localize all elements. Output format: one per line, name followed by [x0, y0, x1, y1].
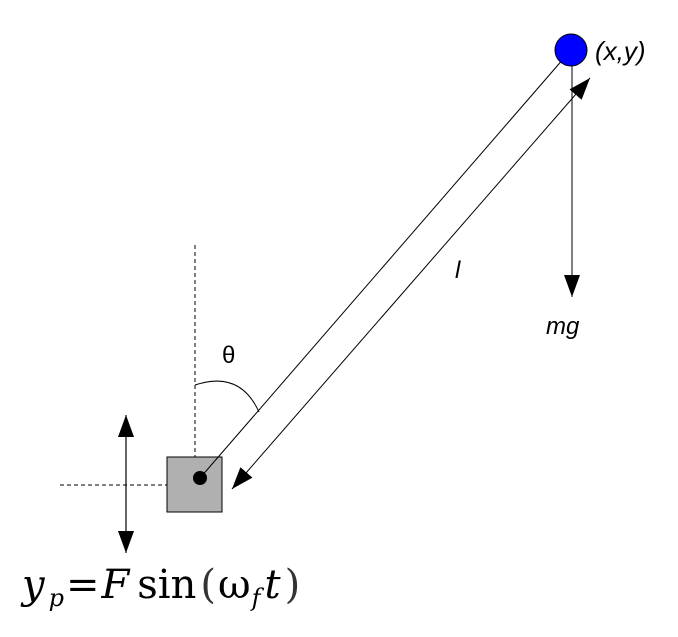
length-arrow	[231, 77, 591, 490]
position-label: (x,y)	[595, 36, 646, 66]
pivot-box	[166, 456, 223, 513]
angle-arc	[194, 380, 260, 413]
gravity-label: mg	[546, 313, 580, 340]
length-label: l	[455, 257, 461, 284]
pivot-point	[193, 471, 207, 485]
pendulum-bob	[554, 33, 588, 67]
angle-label: θ	[222, 342, 235, 369]
pendulum-rod	[199, 49, 572, 479]
